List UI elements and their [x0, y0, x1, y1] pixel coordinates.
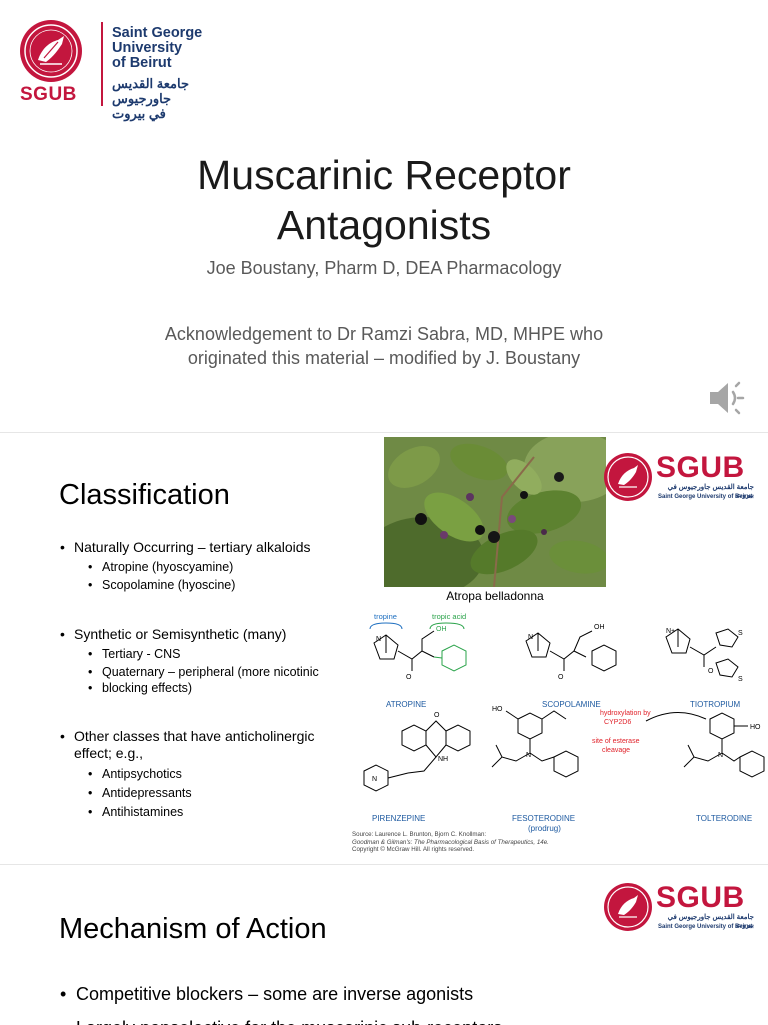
atom-ho: HO: [750, 724, 761, 731]
sub-bullet-continuation: blocking effects): [88, 680, 319, 696]
author-line: Joe Boustany, Pharm D, DEA Pharmacology: [206, 258, 562, 278]
university-logo: SGUB جامعة القديس جاورجيوس في بيروت Sain…: [604, 881, 754, 939]
label-scopolamine: SCOPOLAMINE: [542, 700, 601, 709]
sub-bullet-item: Antidepressants: [88, 785, 314, 801]
figure-source: Source: Laurence L. Brunton, Bjorn C. Kn…: [352, 831, 549, 853]
atom-o: O: [708, 668, 714, 675]
classification-slide: Classification Naturally Occurring – ter…: [0, 432, 768, 865]
atom-n: N: [718, 752, 723, 759]
atom-o: O: [558, 674, 564, 681]
atom-n: N: [372, 776, 377, 783]
bullet-item: Other classes that have anticholinergic: [60, 728, 314, 745]
bullet-group-synthetic: Synthetic or Semisynthetic (many) Tertia…: [60, 626, 319, 696]
atom-s: S: [738, 676, 743, 683]
university-seal-icon: [20, 20, 82, 82]
label-fesoterodine: FESOTERODINE: [512, 814, 575, 823]
bullet-item: Competitive blockers – some are inverse …: [60, 983, 473, 1005]
bullet-group-natural: Naturally Occurring – tertiary alkaloids…: [60, 539, 311, 593]
atom-n: N: [526, 752, 531, 759]
sub-bullet-item: Atropine (hyoscyamine): [88, 559, 311, 575]
bullet-item: Largely nonselective for the muscarinic …: [60, 1017, 502, 1025]
title-slide: SGUB Saint George University of Beirut ج…: [0, 0, 768, 432]
sub-bullet-item: Tertiary - CNS: [88, 646, 319, 662]
acknowledgement: Acknowledgement to Dr Ramzi Sabra, MD, M…: [164, 324, 604, 368]
label-atropine: ATROPINE: [386, 700, 426, 709]
university-seal-icon: [604, 453, 652, 501]
chemical-structures-figure: tropine tropic acid N O OH N O OH N+ S S…: [363, 612, 765, 833]
university-name-arabic: جامعة القديس جاورجيوس في بيروت: [667, 914, 754, 929]
atom-n: N: [376, 636, 381, 643]
university-seal-icon: [604, 883, 652, 931]
label-tolterodine: TOLTERODINE: [696, 814, 752, 823]
label-tropine: tropine: [374, 612, 397, 621]
slide-title: Mechanism of Action: [59, 913, 327, 945]
logo-divider: [101, 22, 103, 106]
bullet-item: Naturally Occurring – tertiary alkaloids: [60, 539, 311, 556]
university-name: Saint George University of Beirut: [658, 924, 753, 930]
logo-abbreviation: SGUB: [20, 84, 77, 105]
atom-ho: HO: [492, 706, 503, 713]
atom-oh: OH: [436, 626, 447, 633]
sub-bullet-item: Scopolamine (hyoscine): [88, 577, 311, 593]
sub-bullet-item: Quaternary – peripheral (more nicotinic: [88, 664, 319, 680]
label-pirenzepine: PIRENZEPINE: [372, 814, 425, 823]
sub-bullet-item: Antipsychotics: [88, 766, 314, 782]
mechanism-slide: Mechanism of Action SGUB جامعة القديس جا…: [0, 864, 768, 1025]
label-tiotropium: TIOTROPIUM: [690, 700, 741, 709]
atom-o: O: [434, 712, 440, 719]
university-logo: SGUB جامعة القديس جاورجيوس في بيروت Sain…: [604, 451, 754, 509]
bullet-continuation: effect; e.g.,: [74, 745, 144, 761]
atom-oh: OH: [594, 624, 605, 631]
atom-nplus: N+: [666, 628, 675, 635]
university-name-arabic: جامعة القديس جاورجيوس في بيروت: [667, 484, 754, 499]
image-caption: Atropa belladonna: [446, 589, 544, 603]
atom-nh: NH: [438, 756, 448, 763]
slide-title: Classification: [59, 479, 230, 511]
label-tropic-acid: tropic acid: [432, 612, 466, 621]
atom-o: O: [406, 674, 412, 681]
bullet-group-other: Other classes that have anticholinergic …: [60, 728, 314, 820]
bullet-item: Synthetic or Semisynthetic (many): [60, 626, 319, 643]
atom-n: N: [528, 634, 533, 641]
logo-abbreviation: SGUB: [656, 451, 745, 484]
label-esterase: site of esterase cleavage: [592, 738, 641, 754]
university-logo: SGUB Saint George University of Beirut ج…: [20, 20, 240, 121]
university-name: Saint George University of Beirut: [658, 494, 753, 500]
university-name-arabic: جامعة القديس جاورجيوس في بيروت: [112, 76, 189, 121]
atom-s: S: [738, 630, 743, 637]
atropa-belladonna-photo: [384, 437, 606, 587]
speaker-icon[interactable]: [706, 378, 748, 418]
university-name: Saint George University of Beirut: [112, 25, 203, 71]
sub-bullet-item: Antihistamines: [88, 804, 314, 820]
label-prodrug: (prodrug): [528, 824, 561, 833]
label-hydroxylation: hydroxylation by CYP2D6: [600, 710, 653, 726]
slide-title: Muscarinic Receptor Antagonists: [197, 152, 571, 248]
logo-abbreviation: SGUB: [656, 881, 745, 914]
